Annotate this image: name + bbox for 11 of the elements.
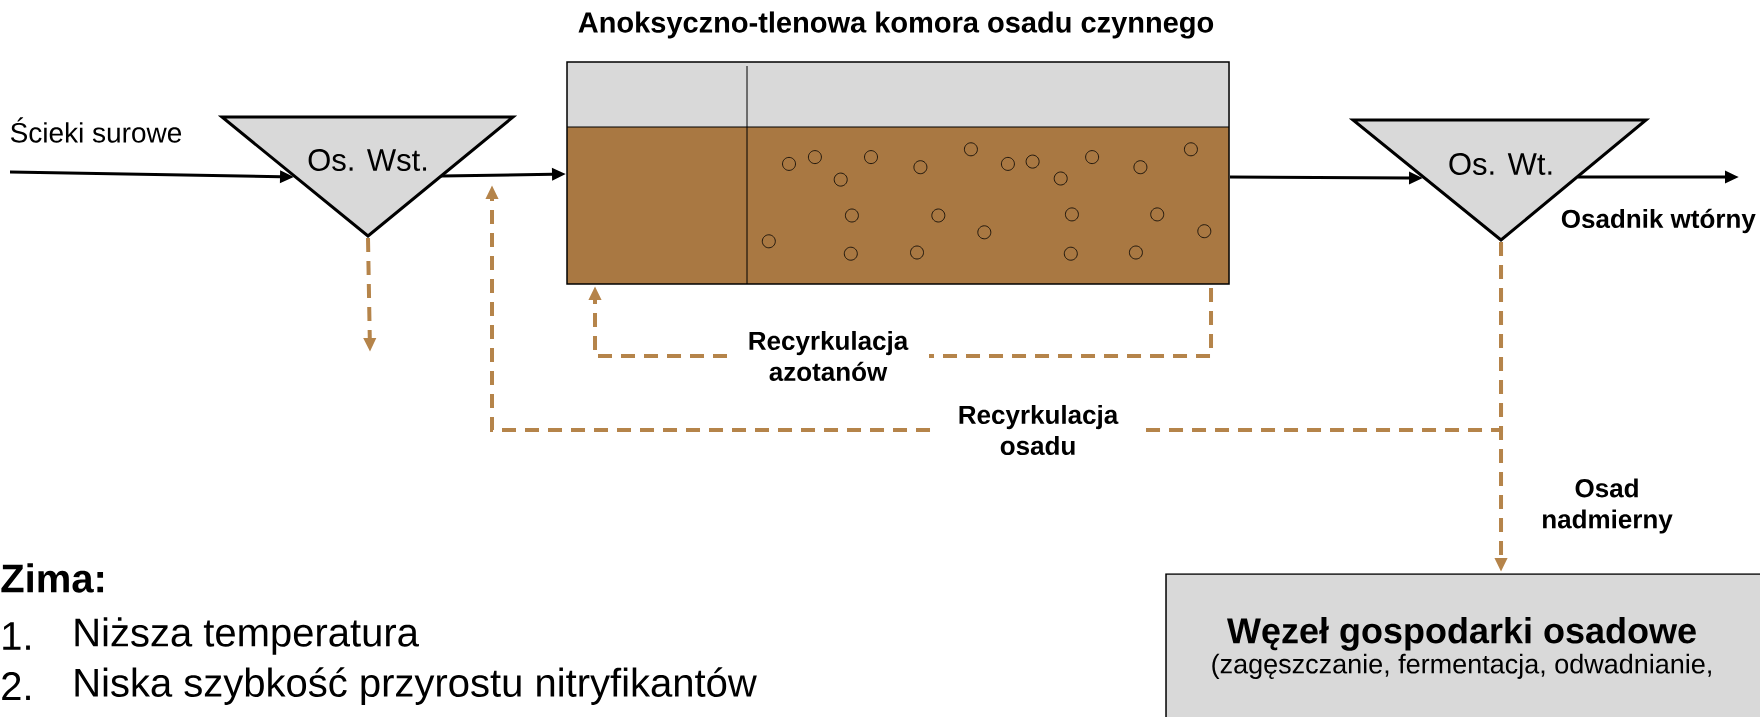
edge-label: Recyrkulacja azotanów (727, 329, 929, 383)
edge-label: Osad nadmierny (1531, 477, 1684, 535)
list-number: 2. (2, 672, 30, 700)
process-box: Węzeł gospodarki osadowe (zagęszczanie, fermentacja, odwadnianie, (1165, 573, 1760, 717)
edge-label: Ścieki surowe (8, 116, 184, 144)
list-item: Niska szybkość przyrostu nitryfikantów (75, 667, 757, 705)
list-number: 1. (3, 622, 30, 650)
heading: Anoksyczno-tlenowa komora osadu czynnego (578, 11, 1214, 39)
edge-label: Recyrkulacja osadu (937, 403, 1139, 457)
heading: Zima: (1, 563, 104, 593)
list-item: Niższa temperatura (75, 617, 419, 655)
